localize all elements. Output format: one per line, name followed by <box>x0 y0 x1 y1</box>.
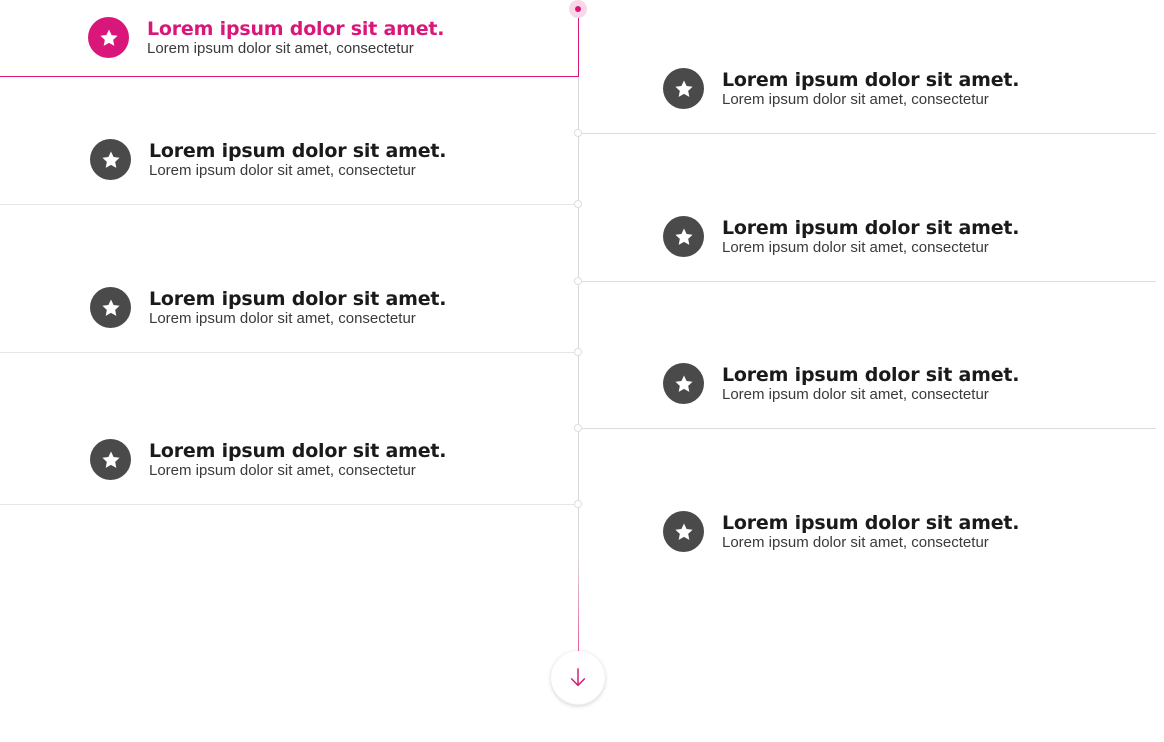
star-icon <box>663 68 704 109</box>
item-title: Lorem ipsum dolor sit amet. <box>149 287 447 310</box>
star-icon <box>90 287 131 328</box>
item-subtitle: Lorem ipsum dolor sit amet, consectetur <box>722 238 989 256</box>
timeline-node <box>574 129 582 137</box>
timeline-item-left-2[interactable]: Lorem ipsum dolor sit amet. Lorem ipsum … <box>90 139 447 180</box>
star-icon <box>663 511 704 552</box>
row-divider <box>579 133 1156 134</box>
timeline-item-left-3[interactable]: Lorem ipsum dolor sit amet. Lorem ipsum … <box>90 287 447 328</box>
item-title: Lorem ipsum dolor sit amet. <box>149 139 447 162</box>
item-subtitle: Lorem ipsum dolor sit amet, consectetur <box>722 533 989 551</box>
item-title: Lorem ipsum dolor sit amet. <box>722 68 1020 91</box>
item-subtitle: Lorem ipsum dolor sit amet, consectetur <box>147 39 414 57</box>
star-icon <box>663 363 704 404</box>
timeline-item-left-4[interactable]: Lorem ipsum dolor sit amet. Lorem ipsum … <box>90 439 447 480</box>
row-divider <box>0 352 578 353</box>
item-subtitle: Lorem ipsum dolor sit amet, consectetur <box>149 161 416 179</box>
timeline-item-right-3[interactable]: Lorem ipsum dolor sit amet. Lorem ipsum … <box>663 363 1020 404</box>
row-divider <box>579 281 1156 282</box>
item-subtitle: Lorem ipsum dolor sit amet, consectetur <box>722 90 989 108</box>
row-divider <box>579 428 1156 429</box>
row-divider <box>0 204 578 205</box>
item-title: Lorem ipsum dolor sit amet. <box>722 511 1020 534</box>
timeline-spine-progress <box>578 9 579 77</box>
timeline-item-left-1[interactable]: Lorem ipsum dolor sit amet. Lorem ipsum … <box>88 17 445 58</box>
arrow-down-icon <box>567 667 589 689</box>
timeline-node <box>574 500 582 508</box>
star-icon <box>90 139 131 180</box>
item-title: Lorem ipsum dolor sit amet. <box>722 216 1020 239</box>
row-divider-active <box>0 76 579 77</box>
timeline-node <box>574 200 582 208</box>
timeline-node <box>574 348 582 356</box>
item-subtitle: Lorem ipsum dolor sit amet, consectetur <box>149 309 416 327</box>
timeline-spine <box>578 9 579 654</box>
star-icon <box>88 17 129 58</box>
timeline-item-right-4[interactable]: Lorem ipsum dolor sit amet. Lorem ipsum … <box>663 511 1020 552</box>
item-title: Lorem ipsum dolor sit amet. <box>722 363 1020 386</box>
star-icon <box>663 216 704 257</box>
timeline-node <box>574 277 582 285</box>
row-divider <box>0 504 578 505</box>
timeline-item-right-1[interactable]: Lorem ipsum dolor sit amet. Lorem ipsum … <box>663 68 1020 109</box>
scroll-down-button[interactable] <box>551 651 605 705</box>
star-icon <box>90 439 131 480</box>
timeline-node-current <box>569 0 587 18</box>
timeline-item-right-2[interactable]: Lorem ipsum dolor sit amet. Lorem ipsum … <box>663 216 1020 257</box>
item-title: Lorem ipsum dolor sit amet. <box>147 17 445 40</box>
item-subtitle: Lorem ipsum dolor sit amet, consectetur <box>722 385 989 403</box>
timeline-node <box>574 424 582 432</box>
item-title: Lorem ipsum dolor sit amet. <box>149 439 447 462</box>
item-subtitle: Lorem ipsum dolor sit amet, consectetur <box>149 461 416 479</box>
